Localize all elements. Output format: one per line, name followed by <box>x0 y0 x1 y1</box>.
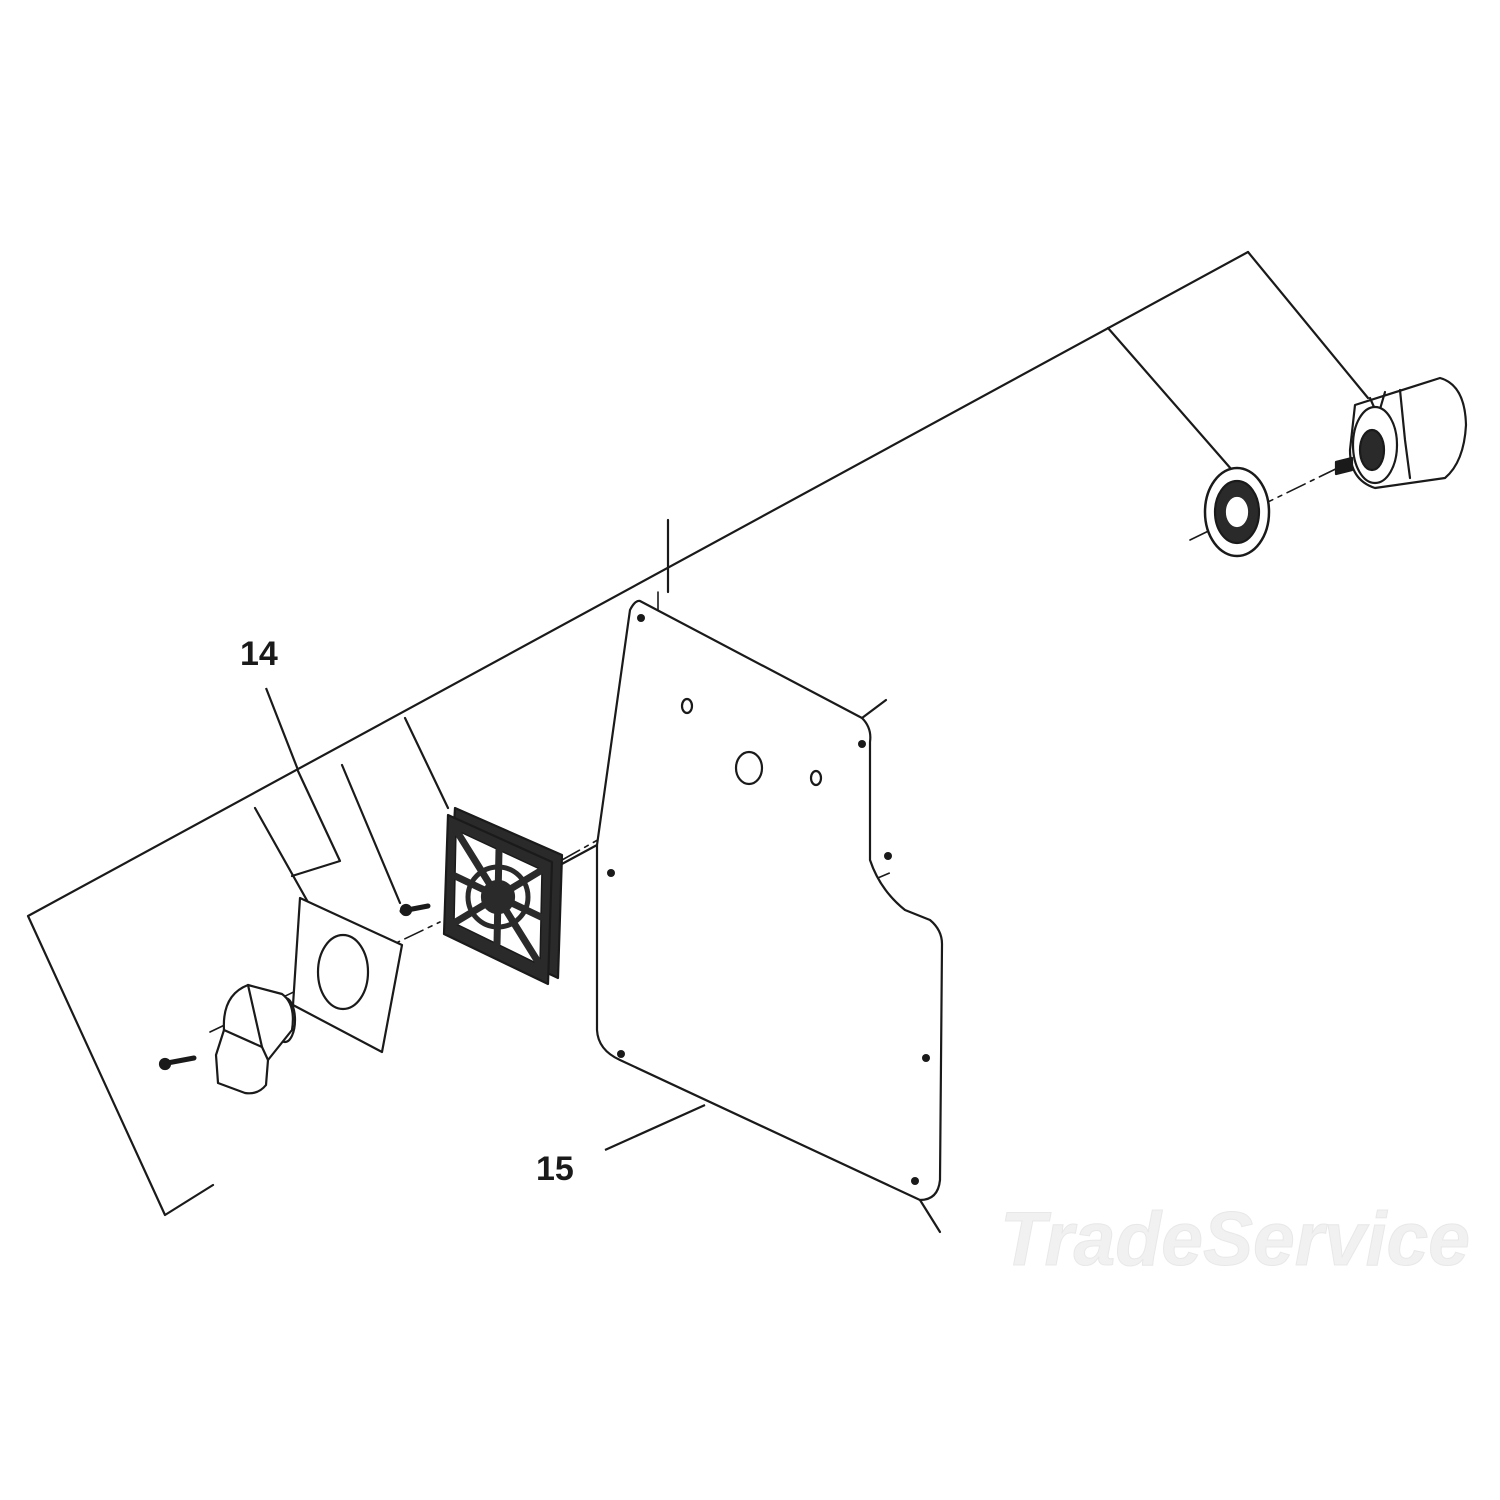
assembly-bracket-lines <box>26 250 1370 1217</box>
mounting-plate <box>291 896 404 1054</box>
fan-guard-grille <box>442 806 564 986</box>
disc-coupling <box>1203 466 1271 558</box>
panel-holes <box>607 614 930 1185</box>
callout-label-15: 15 <box>536 1150 574 1188</box>
mounting-panel <box>558 599 944 1234</box>
handle-screw <box>158 1055 197 1071</box>
rotary-handle <box>214 983 297 1095</box>
grille-screw <box>399 903 431 917</box>
switch-body <box>1334 376 1468 490</box>
callout-leaders <box>264 687 706 1152</box>
callout-label-14: 14 <box>240 635 278 673</box>
watermark: TradeService <box>1000 1197 1470 1282</box>
